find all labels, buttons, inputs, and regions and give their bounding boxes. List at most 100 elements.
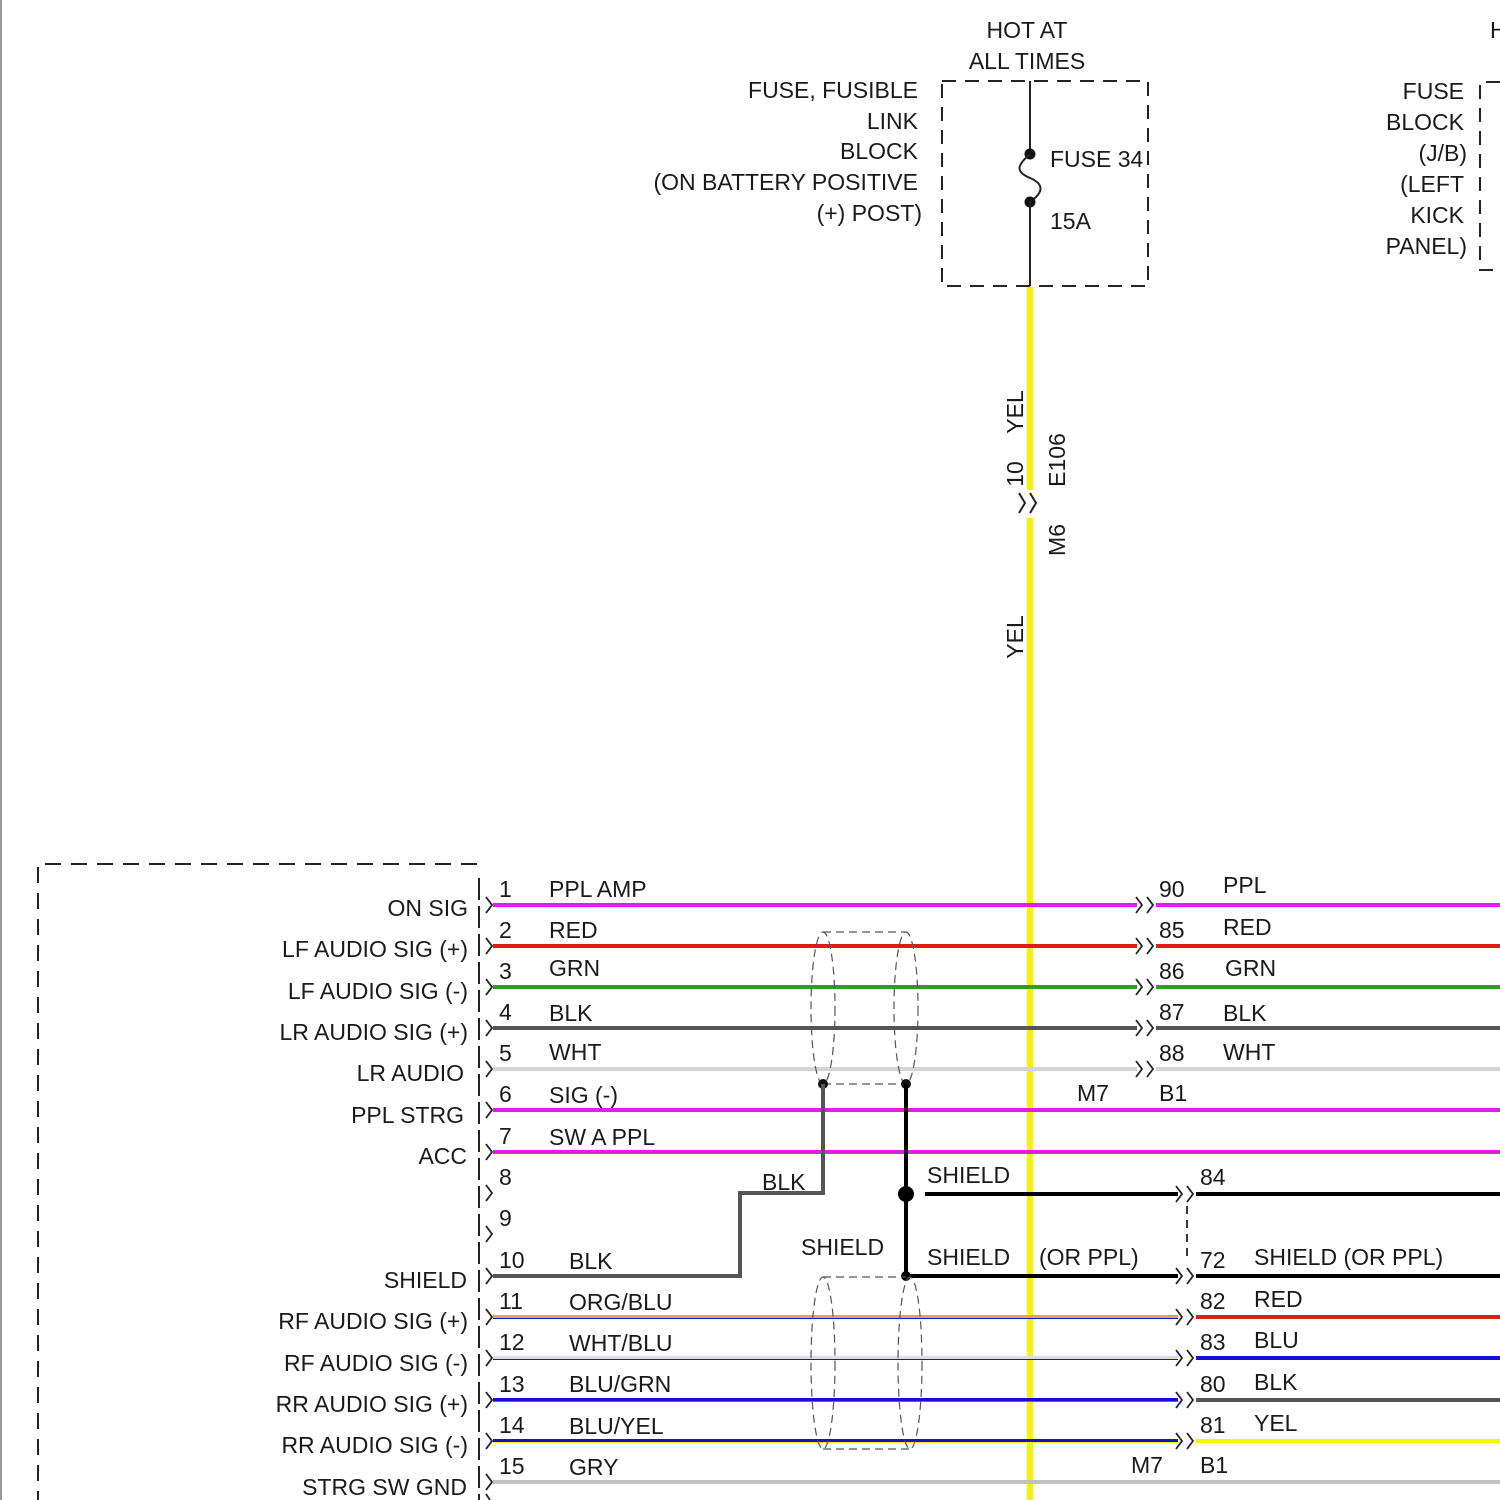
lower-connector-b1: B1	[1200, 1452, 1228, 1478]
lower-wire-color-81: YEL	[1254, 1410, 1298, 1436]
lower-connector-m7: M7	[1131, 1452, 1163, 1478]
pin-3: 3	[499, 958, 512, 984]
block-label-line-2: LINK	[867, 108, 919, 134]
right-fuse-block-box	[1480, 82, 1500, 270]
pin-12: 12	[499, 1329, 525, 1355]
label-lr-audio: LR AUDIO	[357, 1060, 464, 1086]
label-rr-audio-minus: RR AUDIO SIG (-)	[281, 1432, 468, 1458]
shield-label-upper: SHIELD	[927, 1162, 1010, 1188]
right-block-line-3: (J/B)	[1418, 140, 1467, 166]
right-block-line-4: (LEFT	[1400, 171, 1464, 197]
label-ppl-strg: PPL STRG	[351, 1102, 464, 1128]
hot-at-label: HOT AT	[987, 17, 1068, 43]
upper-pin-90: 90	[1159, 876, 1185, 902]
block-label-line-5: (+) POST)	[817, 200, 922, 226]
wire-color-13: BLU/GRN	[569, 1371, 671, 1397]
label-lr-audio-plus: LR AUDIO SIG (+)	[279, 1019, 468, 1045]
blk-drain-label: BLK	[762, 1169, 806, 1195]
right-block-line-5: KICK	[1410, 202, 1464, 228]
pin-9: 9	[499, 1205, 512, 1231]
label-rr-audio-plus: RR AUDIO SIG (+)	[276, 1391, 468, 1417]
upper-shield-ovals	[811, 932, 918, 1084]
wire-color-4: BLK	[549, 1000, 593, 1026]
upper-pin-85: 85	[1159, 917, 1185, 943]
label-lf-audio-minus: LF AUDIO SIG (-)	[288, 978, 468, 1004]
upper-wire-color-90: PPL	[1223, 872, 1267, 898]
upper-connector-m7: M7	[1077, 1080, 1109, 1106]
label-on-sig: ON SIG	[387, 895, 468, 921]
upper-pin-86: 86	[1159, 958, 1185, 984]
wire-color-6: SIG (-)	[549, 1082, 618, 1108]
feed-pin-number: 10	[1002, 461, 1028, 487]
lower-pin-81: 81	[1200, 1412, 1226, 1438]
upper-wire-color-87: BLK	[1223, 1000, 1267, 1026]
wire-color-2: RED	[549, 917, 598, 943]
connector-m6: M6	[1044, 524, 1070, 556]
label-strg-sw-gnd: STRG SW GND	[302, 1474, 467, 1500]
block-label-line-1: FUSE, FUSIBLE	[748, 77, 918, 103]
wire-color-10: BLK	[569, 1248, 613, 1274]
pin-15: 15	[499, 1453, 525, 1479]
all-times-label: ALL TIMES	[969, 48, 1085, 74]
wire-color-15: GRY	[569, 1454, 618, 1480]
wire-color-1: PPL AMP	[549, 876, 647, 902]
right-hot-fragment: H	[1490, 17, 1500, 43]
fuse-name: FUSE 34	[1050, 146, 1144, 172]
wire-color-3: GRN	[549, 955, 600, 981]
pin-6: 6	[499, 1081, 512, 1107]
upper-connector-gap	[1136, 890, 1156, 1080]
lower-shield-ovals	[811, 1277, 922, 1449]
right-block-line-6: PANEL)	[1386, 233, 1467, 259]
pin-4: 4	[499, 999, 512, 1025]
lower-connector-marks	[1176, 1186, 1193, 1449]
wire-color-5: WHT	[549, 1039, 601, 1065]
fuse-rating: 15A	[1050, 208, 1092, 234]
wire-color-12: WHT/BLU	[569, 1330, 673, 1356]
wire-color-14: BLU/YEL	[569, 1413, 664, 1439]
lower-wire-color-82: RED	[1254, 1286, 1303, 1312]
lower-pin-84: 84	[1200, 1164, 1226, 1190]
upper-wire-color-86: GRN	[1225, 955, 1276, 981]
upper-pin-87: 87	[1159, 999, 1185, 1025]
or-ppl-label: (OR PPL)	[1039, 1244, 1139, 1270]
pin-10: 10	[499, 1247, 525, 1273]
block-label-line-3: BLOCK	[840, 138, 919, 164]
lower-wire-color-72: SHIELD (OR PPL)	[1254, 1244, 1443, 1270]
feed-wire-color-upper: YEL	[1002, 390, 1028, 434]
label-rf-audio-plus: RF AUDIO SIG (+)	[278, 1308, 468, 1334]
right-block-line-1: FUSE	[1403, 78, 1464, 104]
upper-pin-88: 88	[1159, 1040, 1185, 1066]
lower-wire-color-83: BLU	[1254, 1327, 1299, 1353]
lower-pin-72: 72	[1200, 1247, 1226, 1273]
pin-13: 13	[499, 1371, 525, 1397]
pin-14: 14	[499, 1412, 525, 1438]
upper-wire-color-88: WHT	[1223, 1039, 1275, 1065]
fusible-link-block-box	[942, 81, 1148, 286]
connector-e106: E106	[1044, 433, 1070, 487]
wire-color-7: SW A PPL	[549, 1124, 655, 1150]
label-rf-audio-minus: RF AUDIO SIG (-)	[284, 1350, 468, 1376]
pin-7: 7	[499, 1123, 512, 1149]
shield-label-center: SHIELD	[801, 1234, 884, 1260]
lower-pin-82: 82	[1200, 1288, 1226, 1314]
pin-11: 11	[499, 1288, 523, 1314]
upper-wire-color-85: RED	[1223, 914, 1272, 940]
upper-connector-b1: B1	[1159, 1080, 1187, 1106]
pin-5: 5	[499, 1040, 512, 1066]
lower-wire-color-80: BLK	[1254, 1369, 1298, 1395]
wire-color-11: ORG/BLU	[569, 1289, 673, 1315]
lower-pin-83: 83	[1200, 1329, 1226, 1355]
pin-1: 1	[499, 876, 512, 902]
label-lf-audio-plus: LF AUDIO SIG (+)	[282, 936, 468, 962]
left-connector-marks	[486, 897, 492, 1490]
next-row-connector-mark	[486, 1494, 490, 1500]
fuse-symbol	[1020, 154, 1041, 202]
block-label-line-4: (ON BATTERY POSITIVE	[653, 169, 918, 195]
feed-wire-color-lower: YEL	[1002, 615, 1028, 659]
pin-8: 8	[499, 1164, 512, 1190]
lower-pin-80: 80	[1200, 1371, 1226, 1397]
right-block-line-2: BLOCK	[1386, 109, 1465, 135]
label-acc: ACC	[418, 1143, 467, 1169]
pin-2: 2	[499, 917, 512, 943]
